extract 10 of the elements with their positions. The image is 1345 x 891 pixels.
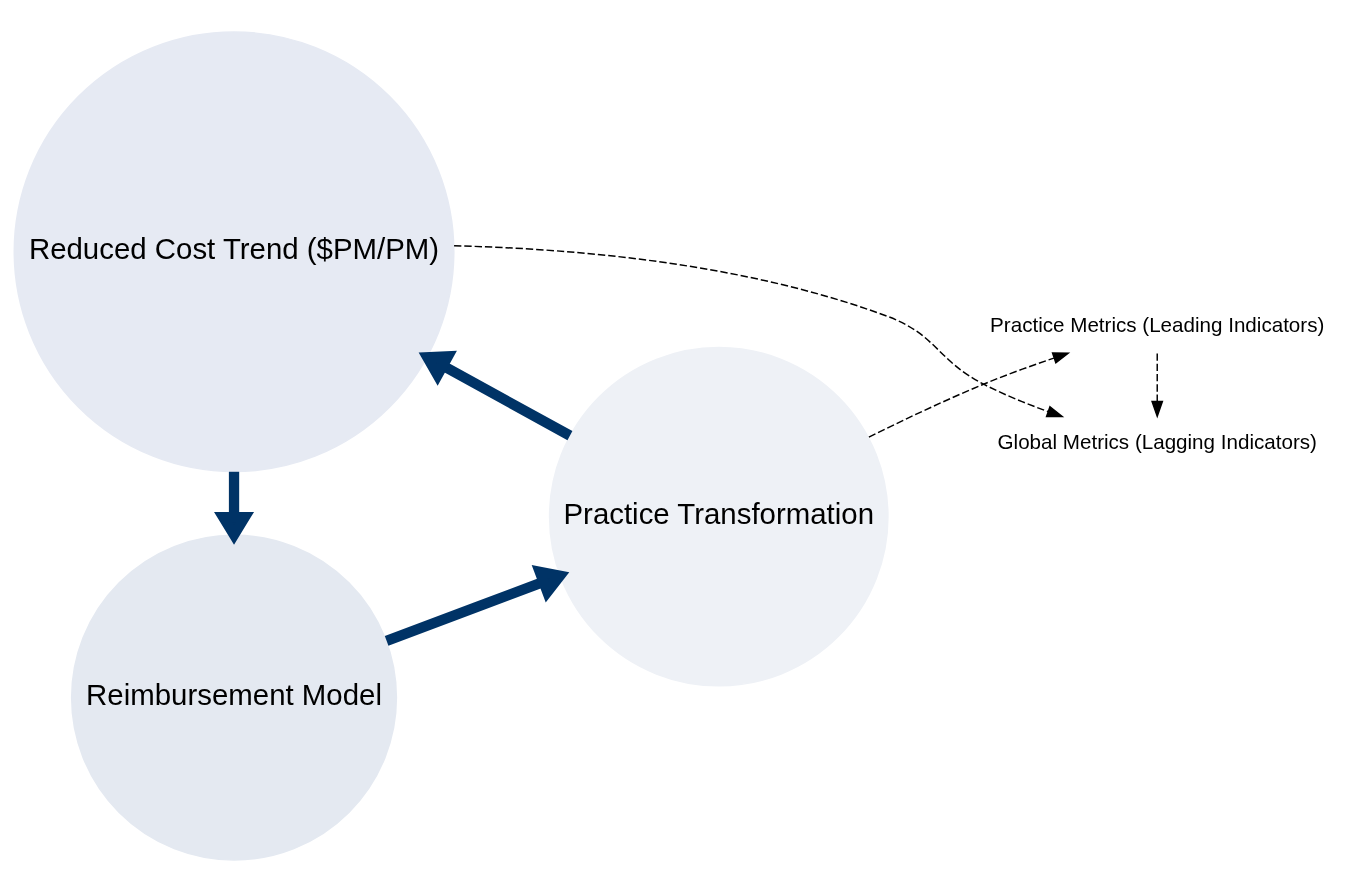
- arrow: [1151, 352, 1164, 418]
- node-text: Practice Metrics (Leading Indicators): [990, 312, 1325, 336]
- node-circle: Practice Transformation: [548, 346, 889, 687]
- arrow: [214, 471, 255, 545]
- arrow: [418, 350, 573, 440]
- arrow: [453, 244, 1065, 417]
- arrow: [868, 351, 1071, 438]
- arrow: [384, 564, 570, 646]
- node-text: Global Metrics (Lagging Indicators): [997, 429, 1317, 453]
- node-circle: Reimbursement Model: [70, 534, 398, 861]
